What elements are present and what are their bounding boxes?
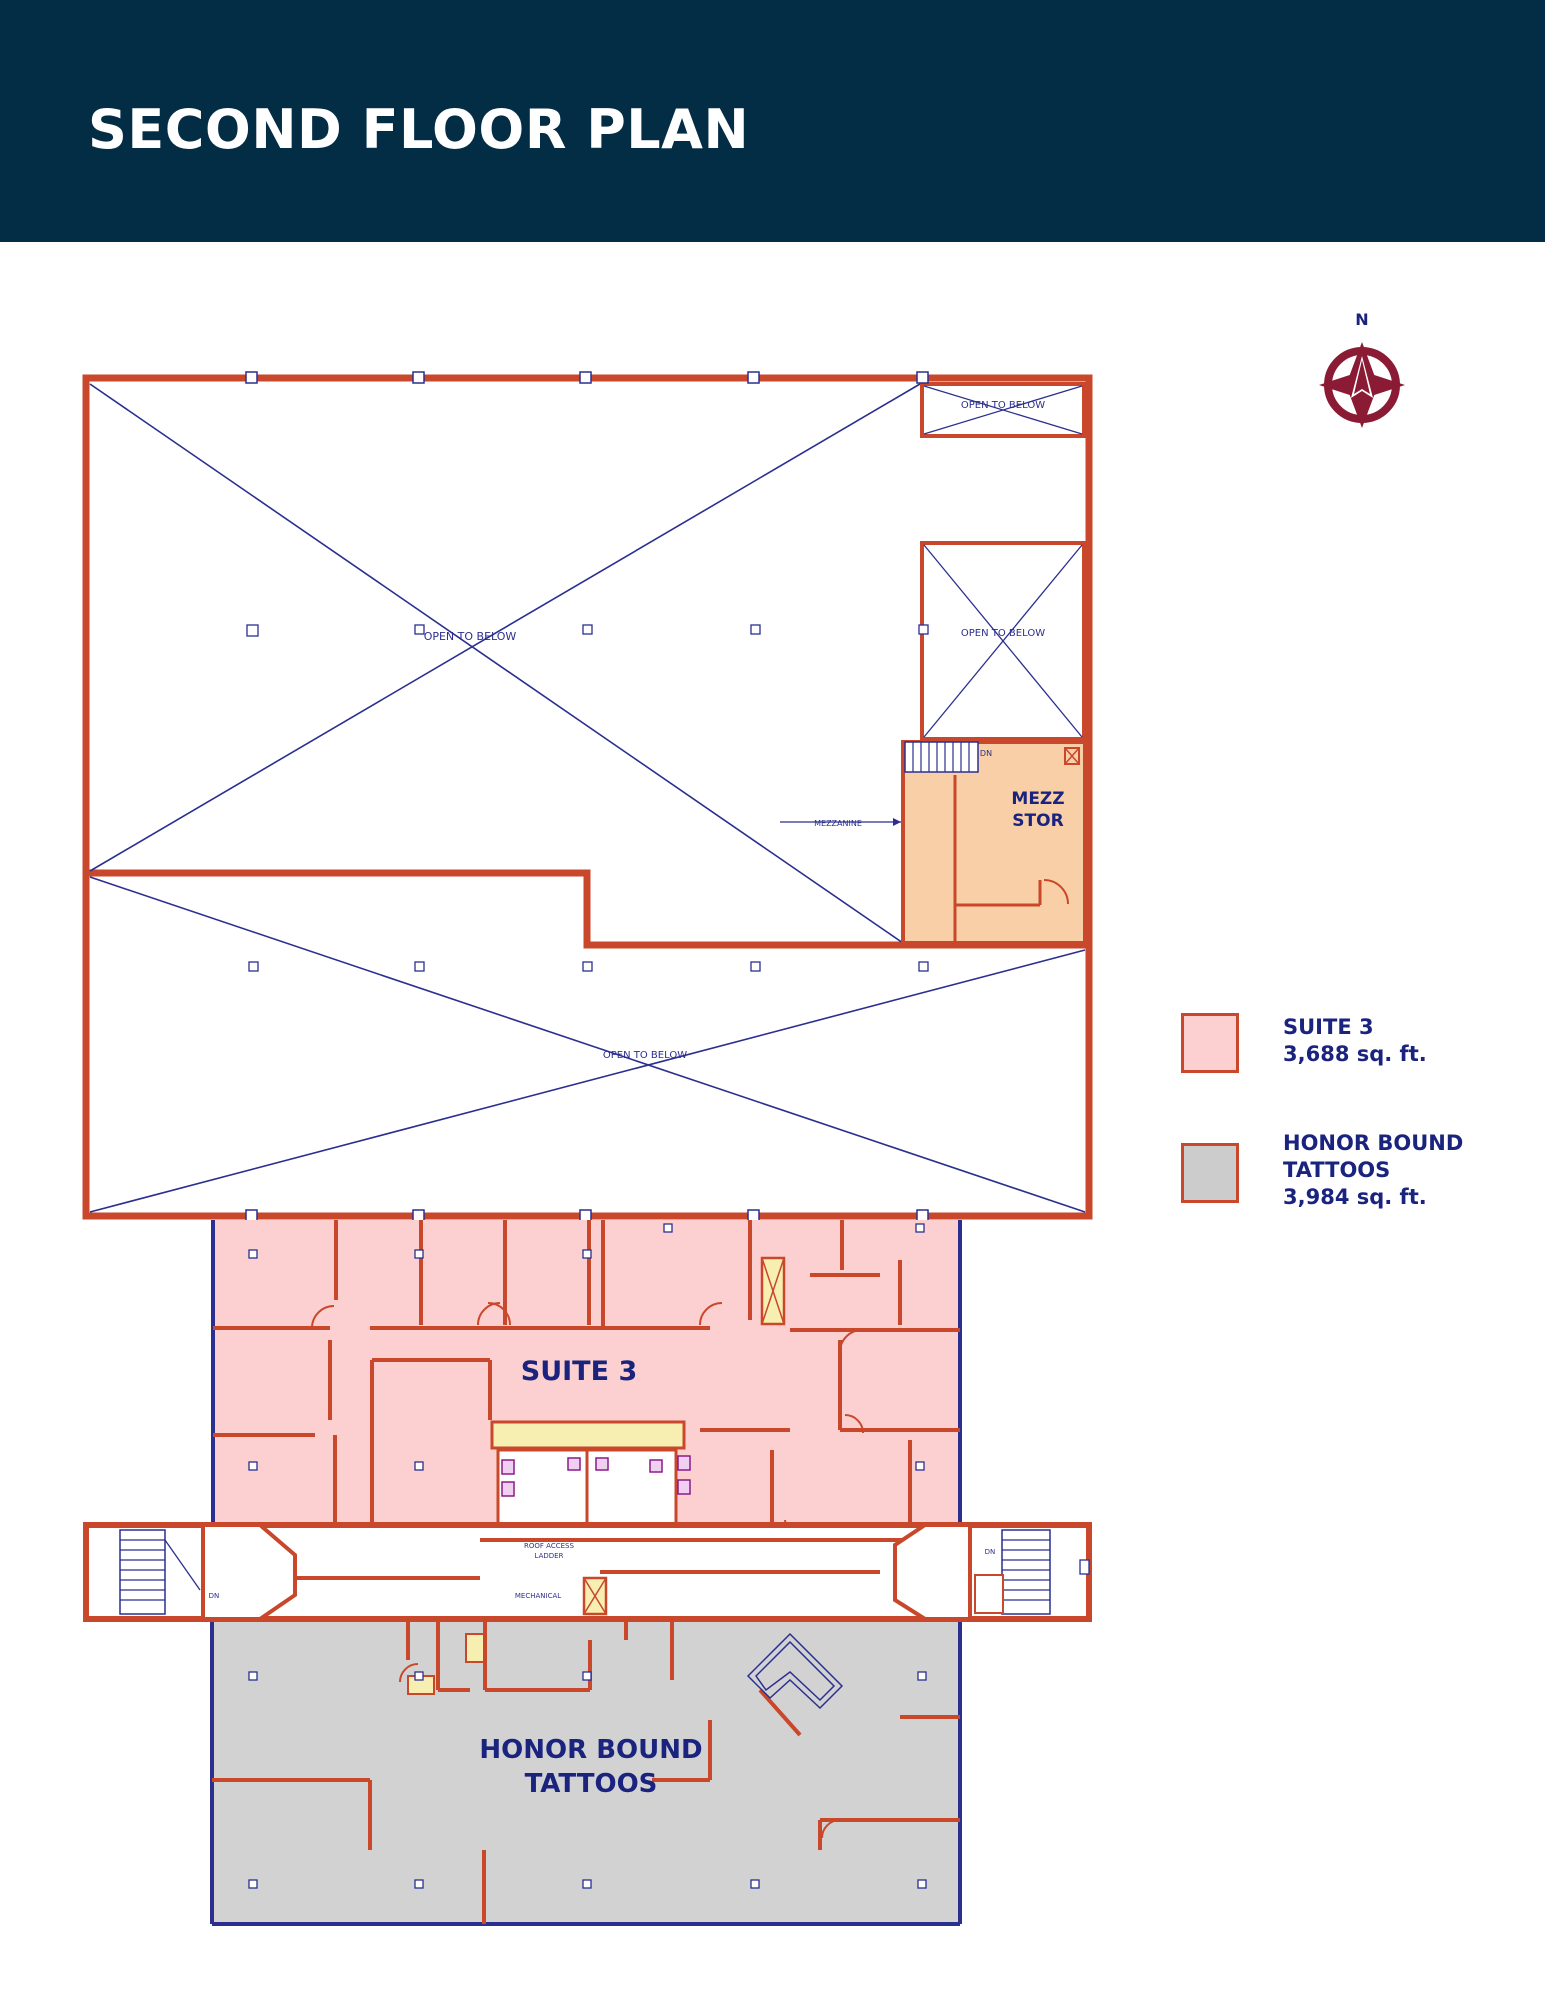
legend-swatch-honor-bound (1181, 1143, 1239, 1203)
legend-suite-3-area: 3,688 sq. ft. (1283, 1042, 1427, 1066)
roof-access-label-line2: LADDER (535, 1552, 564, 1560)
mechanical-label: MECHANICAL (515, 1592, 561, 1600)
legend-honor-bound-name-line1: HONOR BOUND (1283, 1131, 1464, 1155)
compass-north-label: N (1355, 310, 1368, 329)
mezz-stor-label-line1: MEZZ (1011, 789, 1064, 809)
east-stair-dn-label: DN (985, 1548, 996, 1556)
open-to-below-label-lower: OPEN TO BELOW (603, 1050, 687, 1061)
open-to-below-label-medium: OPEN TO BELOW (961, 628, 1045, 639)
corridor-stairs (83, 1522, 1092, 1622)
legend-item-suite-3: SUITE 3 3,688 sq. ft. (1283, 1014, 1427, 1068)
warehouse-upper (82, 371, 1093, 1222)
mezz-stor-label-line2: STOR (1012, 811, 1063, 831)
suite-3-label: SUITE 3 (521, 1356, 637, 1387)
legend-item-honor-bound: HONOR BOUND TATTOOS 3,984 sq. ft. (1283, 1130, 1463, 1211)
compass-icon (1319, 342, 1405, 428)
legend-honor-bound-area: 3,984 sq. ft. (1283, 1185, 1427, 1209)
open-to-below-label-small: OPEN TO BELOW (961, 400, 1045, 411)
page-header: SECOND FLOOR PLAN (0, 0, 1545, 242)
honor-bound-area (210, 1622, 962, 1926)
roof-access-label-line1: ROOF ACCESS (524, 1542, 574, 1550)
mezz-dn-label: DN (980, 749, 992, 758)
west-stair-dn-label: DN (209, 1592, 220, 1600)
page-title: SECOND FLOOR PLAN (88, 98, 750, 161)
legend-honor-bound-name-line2: TATTOOS (1283, 1158, 1391, 1182)
legend-swatch-suite-3 (1181, 1013, 1239, 1073)
open-to-below-label-main: OPEN TO BELOW (424, 630, 517, 643)
mezzanine-label: MEZZANINE (814, 819, 862, 828)
honor-bound-label-line2: TATTOOS (525, 1769, 658, 1799)
suite-3-area (211, 1220, 962, 1570)
legend-suite-3-name: SUITE 3 (1283, 1015, 1374, 1039)
honor-bound-label-line1: HONOR BOUND (479, 1735, 702, 1765)
